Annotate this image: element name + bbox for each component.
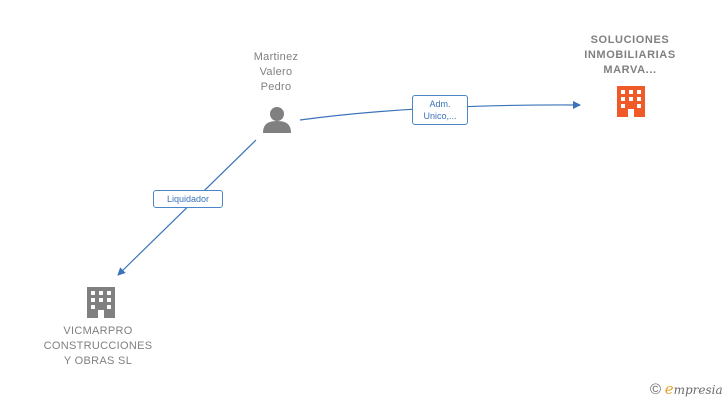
company-main-name-line: MARVA... bbox=[603, 64, 657, 76]
edge-liquidador-text: Liquidador bbox=[166, 194, 210, 204]
company-main-name-line: SOLUCIONES bbox=[590, 34, 670, 46]
copyright-icon: © bbox=[650, 381, 662, 398]
person-name-line: Pedro bbox=[260, 81, 292, 93]
empresia-brand[interactable]: © empresia bbox=[650, 380, 723, 398]
brand-rest: mpresia bbox=[673, 383, 723, 397]
company-sub-name-line: VICMARPRO bbox=[63, 325, 133, 337]
building-icon[interactable] bbox=[87, 287, 115, 318]
company-sub-name-line: CONSTRUCCIONES bbox=[43, 340, 153, 352]
person-name-line: Valero bbox=[259, 66, 293, 78]
company-sub-name-label[interactable]: VICMARPRO CONSTRUCCIONES Y OBRAS SL bbox=[28, 324, 168, 369]
edge-adm-line-text: Unico,... bbox=[423, 111, 457, 121]
person-icon[interactable] bbox=[263, 107, 291, 133]
company-main-name-label[interactable]: SOLUCIONES INMOBILIARIAS MARVA... bbox=[560, 33, 700, 78]
edge-adm-line-text: Adm. bbox=[429, 99, 451, 109]
edge-adm-label[interactable]: Adm. Unico,... bbox=[412, 95, 468, 125]
building-icon[interactable] bbox=[617, 86, 645, 117]
person-name-label[interactable]: Martinez Valero Pedro bbox=[236, 50, 316, 95]
company-sub-name-line: Y OBRAS SL bbox=[63, 355, 133, 367]
edge-liquidador-label[interactable]: Liquidador bbox=[153, 190, 223, 208]
person-name-line: Martinez bbox=[253, 51, 299, 63]
company-main-name-line: INMOBILIARIAS bbox=[584, 49, 676, 61]
brand-e: e bbox=[664, 380, 674, 398]
